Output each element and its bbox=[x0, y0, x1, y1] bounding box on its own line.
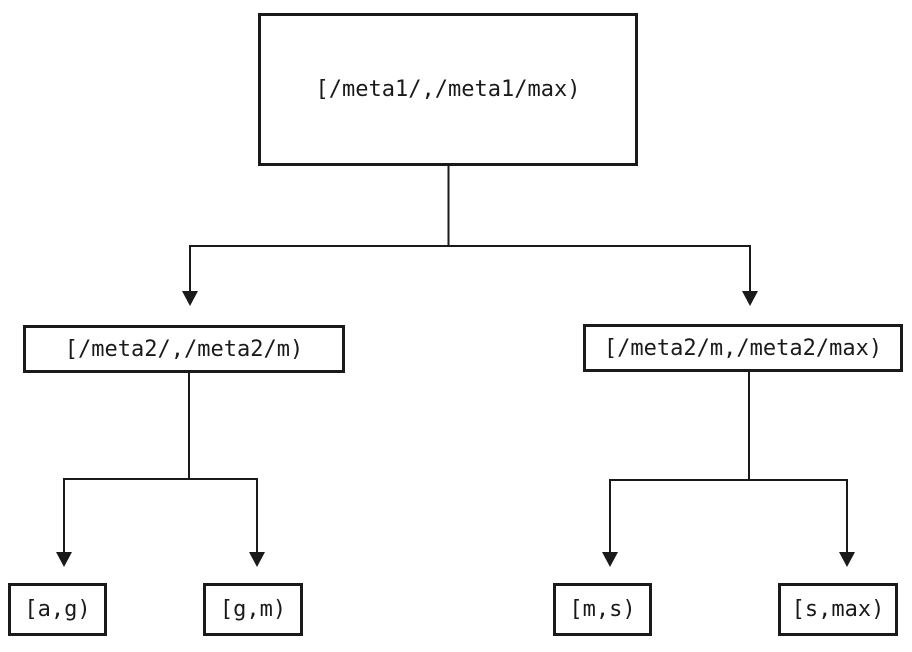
node-root-range: [/meta1/,/meta1/max) bbox=[258, 13, 638, 166]
arrow-down-icon bbox=[56, 552, 72, 567]
arrow-down-icon bbox=[839, 552, 855, 567]
arrow-down-icon bbox=[602, 552, 618, 567]
node-leaf-ag: [a,g) bbox=[8, 583, 107, 636]
edge-left-crossbar bbox=[63, 478, 258, 552]
arrow-down-icon bbox=[742, 291, 758, 306]
node-leaf-gm: [g,m) bbox=[203, 583, 303, 636]
node-leaf-ms: [m,s) bbox=[553, 583, 652, 636]
edge-right-crossbar bbox=[609, 479, 848, 552]
arrow-down-icon bbox=[249, 552, 265, 567]
node-meta2-left-range: [/meta2/,/meta2/m) bbox=[23, 325, 345, 373]
edge-level1-crossbar bbox=[189, 245, 751, 291]
arrow-down-icon bbox=[182, 291, 198, 306]
node-meta2-right-range: [/meta2/m,/meta2/max) bbox=[583, 324, 903, 372]
node-leaf-smax: [s,max) bbox=[778, 583, 898, 636]
